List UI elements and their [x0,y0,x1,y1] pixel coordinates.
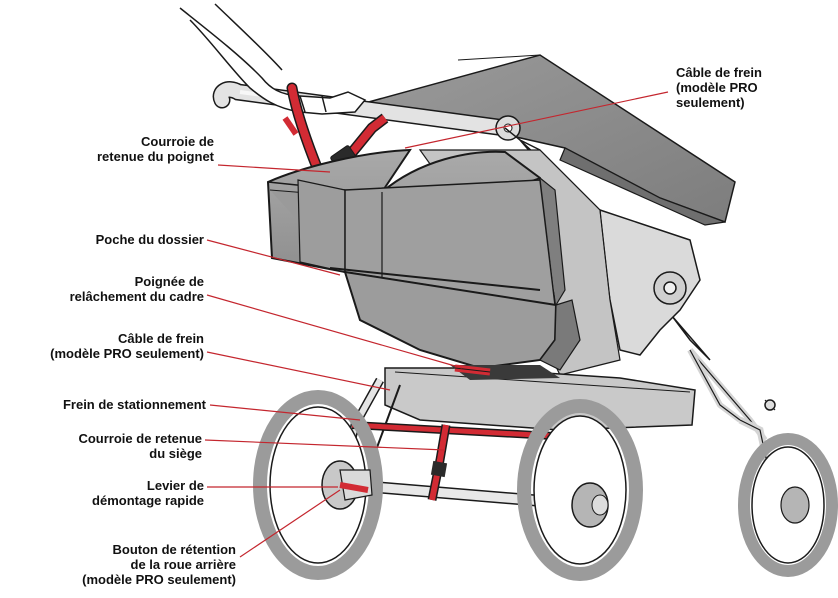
label-brake-cable-left: Câble de frein(modèle PRO seulement) [50,331,204,361]
label-seat-back-pocket: Poche du dossier [95,232,204,247]
leader-seat-back-pocket [206,239,341,276]
leader-seat-strap [204,439,446,451]
leader-wrist-strap [217,164,331,173]
front-wheel [738,433,838,577]
leader-brake-cable-left [206,351,391,391]
seat-back-pocket-right [297,150,566,307]
leader-rear-wheel-button [239,489,341,558]
seat-strap [427,424,451,501]
rear-left-wheel [253,390,383,580]
leader-parking-brake [209,404,361,421]
leader-brake-cable-right [404,91,669,149]
leader-lines [204,91,669,558]
hand-drawing [179,3,367,115]
seat-lower [343,270,581,371]
frame-release-handle [454,364,491,376]
label-parking-brake: Frein de stationnement [62,397,206,412]
leader-frame-release [206,294,463,369]
canopy [364,54,736,226]
rear-right-wheel [517,399,643,581]
